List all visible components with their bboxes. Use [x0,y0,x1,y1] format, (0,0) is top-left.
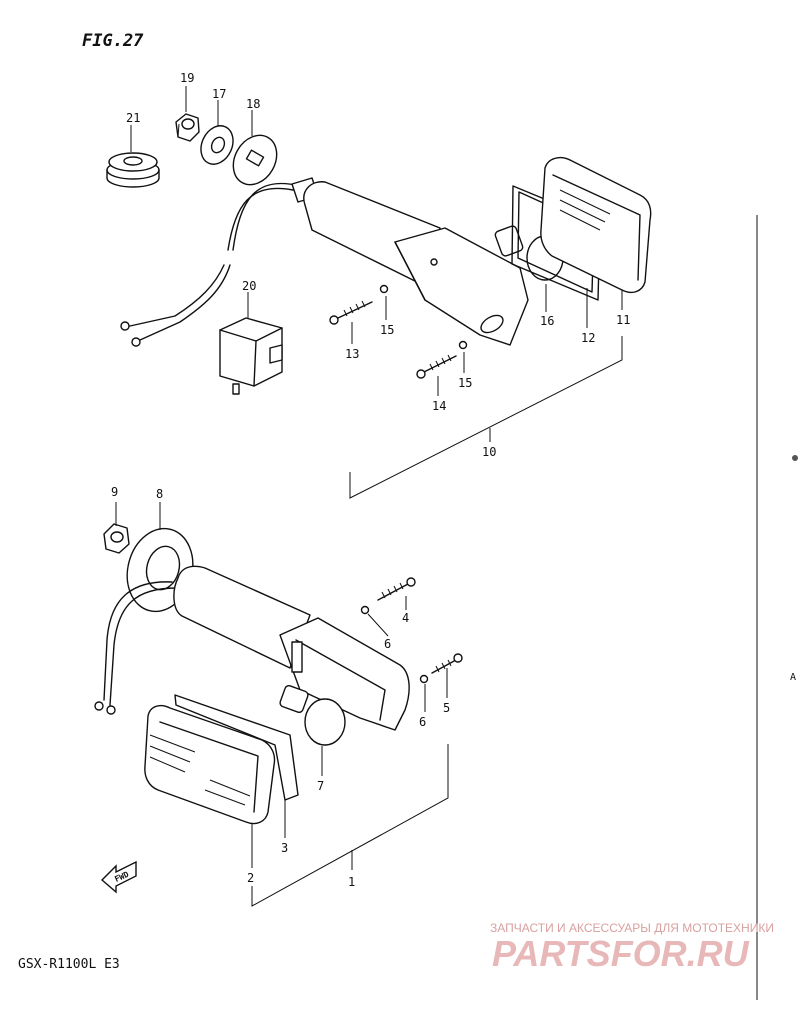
screw-13 [329,300,373,325]
label-15-upper: 15 [380,323,394,337]
edge-glyph: A [790,672,796,683]
label-8: 8 [156,487,163,501]
lens-2 [144,704,276,825]
label-12: 12 [581,331,595,345]
label-13: 13 [345,347,359,361]
grommet-21 [106,152,160,188]
washer-6-upper [360,605,370,615]
label-18: 18 [246,97,260,111]
part-labels: 21 19 17 18 20 13 15 14 15 16 12 11 10 9… [111,71,630,889]
washer-6-lower [419,674,429,684]
label-21: 21 [126,111,140,125]
edge-mark [792,455,798,461]
screw-14 [416,354,457,379]
label-5: 5 [443,701,450,715]
watermark-logo: PARTSFOR.RU [492,933,750,974]
label-6-upper: 6 [384,637,391,651]
model-code: GSX-R1100L E3 [18,957,120,972]
lower-turn-signal-assembly [94,523,463,825]
upper-turn-signal-assembly [106,113,652,379]
label-16: 16 [540,314,554,328]
washer-15-upper [379,284,389,294]
relay-20 [219,317,283,395]
washer-15-lower [458,340,468,350]
label-4: 4 [402,611,409,625]
label-15-lower: 15 [458,376,472,390]
label-11: 11 [616,313,630,327]
label-2: 2 [247,871,254,885]
label-3: 3 [281,841,288,855]
washer-17 [200,125,234,165]
label-7: 7 [317,779,324,793]
watermark: ЗАПЧАСТИ И АКСЕССУАРЫ ДЛЯ МОТОТЕХНИКИ PA… [490,921,774,974]
label-20: 20 [242,279,256,293]
figure-title: FIG.27 [82,31,144,51]
label-6-lower: 6 [419,715,426,729]
label-19: 19 [180,71,194,85]
label-1: 1 [348,875,355,889]
bulb-7 [279,684,346,746]
screw-5 [431,653,463,674]
screw-4 [377,577,416,601]
label-17: 17 [212,87,226,101]
lens-11 [540,156,652,294]
nut-9 [103,523,130,554]
fwd-arrow-icon: FWD [100,860,137,894]
leader-lines [115,86,623,907]
label-14: 14 [432,399,446,413]
nut-19 [175,113,200,142]
label-10: 10 [482,445,496,459]
wire-upper [232,182,301,251]
watermark-tagline: ЗАПЧАСТИ И АКСЕССУАРЫ ДЛЯ МОТОТЕХНИКИ [490,921,774,935]
washer-18 [232,134,278,186]
label-9: 9 [111,485,118,499]
